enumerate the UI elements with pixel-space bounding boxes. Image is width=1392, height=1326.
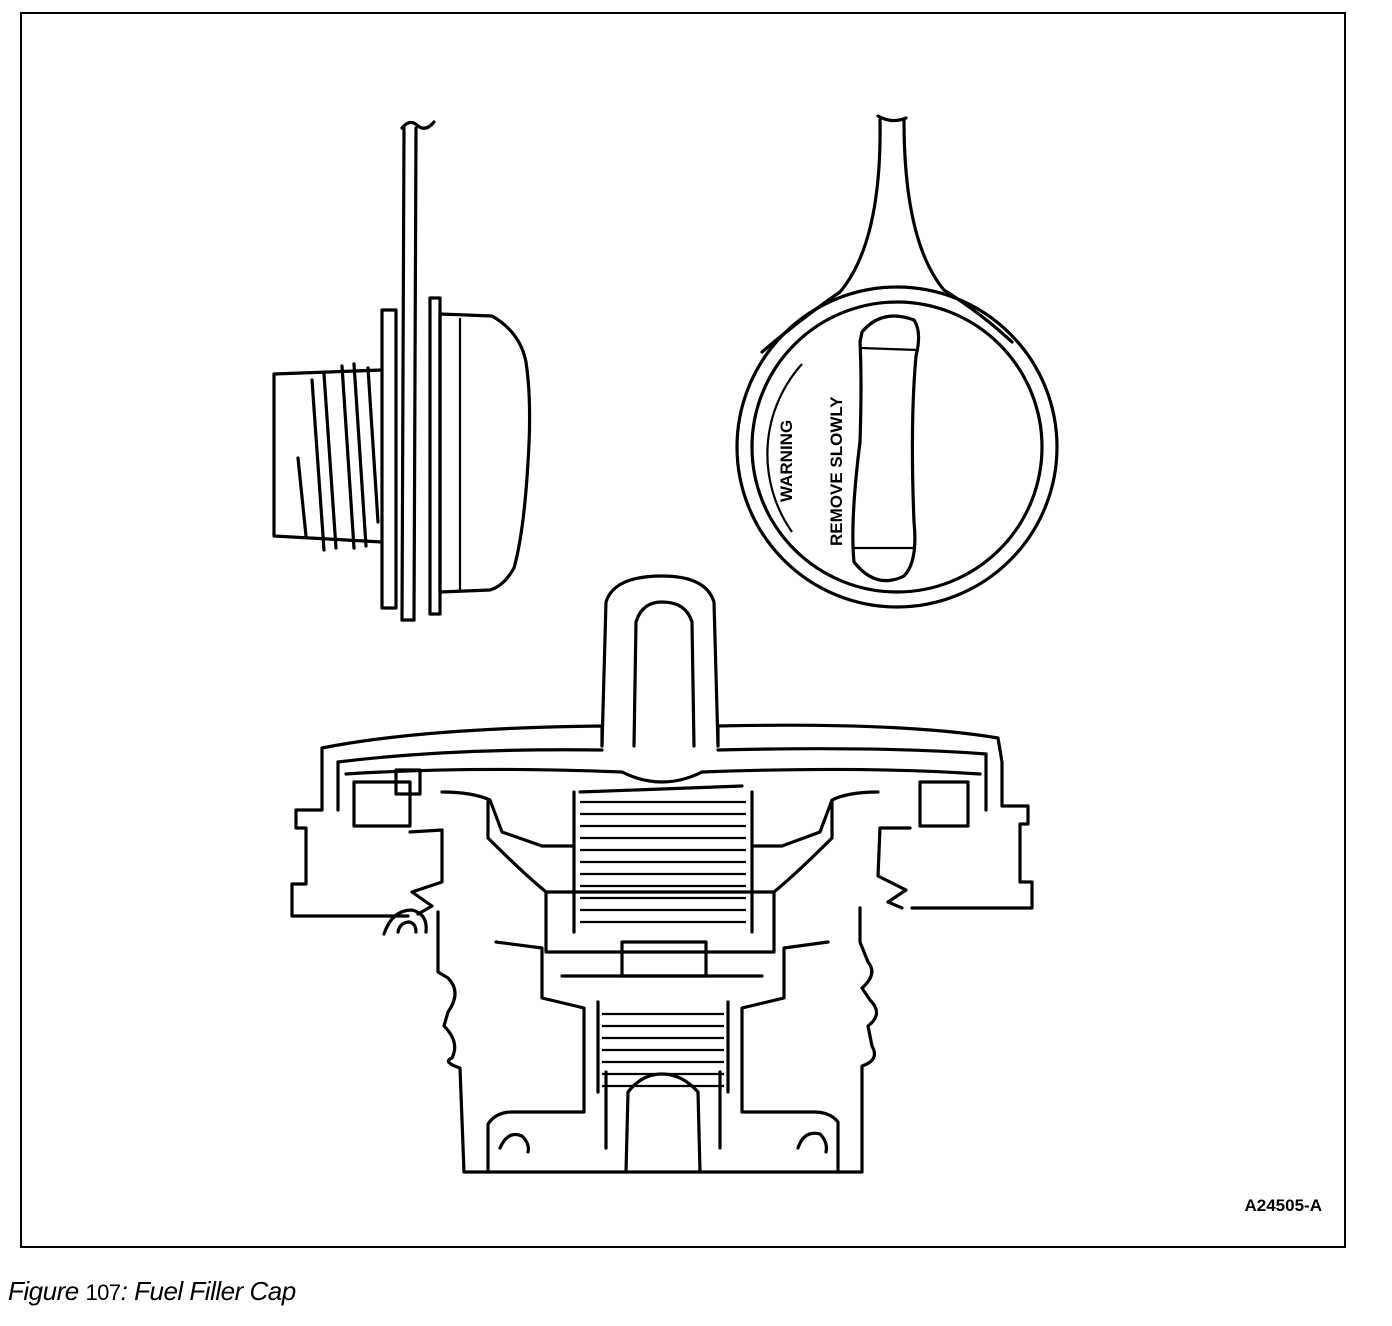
remove-slowly-label: REMOVE SLOWLY (827, 396, 846, 546)
caption-title: Fuel Filler Cap (134, 1276, 296, 1306)
warning-label: WARNING (777, 420, 796, 502)
cap-side-view (272, 120, 532, 622)
caption-number: 107 (85, 1280, 121, 1305)
figure-id-code: A24505-A (1244, 1196, 1323, 1215)
fuel-filler-cap-diagram: WARNING REMOVE SLOWLY (272, 114, 1059, 1174)
figure-caption: Figure 107: Fuel Filler Cap (8, 1276, 296, 1307)
figure-frame: WARNING REMOVE SLOWLY (20, 12, 1346, 1248)
cap-top-view: WARNING REMOVE SLOWLY (735, 114, 1059, 609)
caption-separator: : (120, 1276, 128, 1306)
caption-prefix: Figure (8, 1276, 79, 1306)
cap-cross-section (290, 574, 1034, 1174)
